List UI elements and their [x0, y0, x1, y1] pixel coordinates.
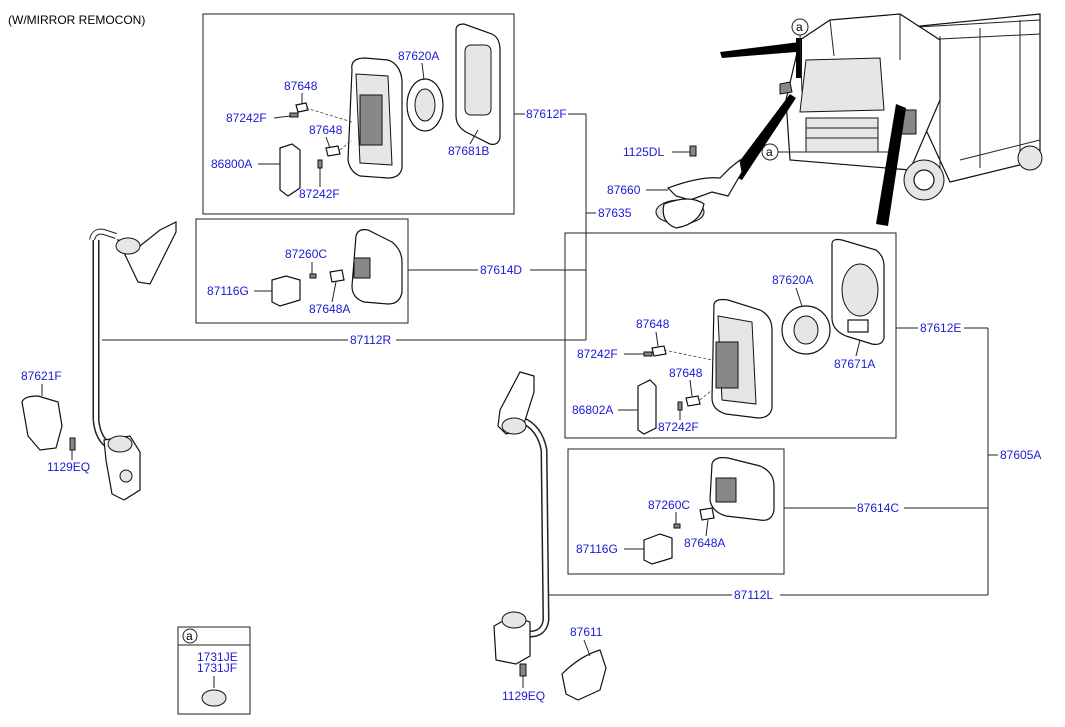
cover-87621f	[21, 395, 63, 451]
legend-box-a: a 1731JE 1731JF	[177, 626, 251, 715]
label-87242f-top2: 87242F	[299, 187, 340, 201]
cover-87116g-top	[271, 275, 301, 307]
screw-87242f-top2	[317, 159, 323, 169]
label-1129eq-left: 1129EQ	[47, 460, 90, 474]
label-86802a: 86802A	[572, 403, 613, 417]
label-87112l: 87112L	[734, 588, 773, 602]
mirror-assembly-box-left-mid	[567, 448, 785, 575]
label-87621f: 87621F	[21, 369, 62, 383]
label-87648-right: 87648	[636, 317, 670, 331]
screw-1129eq-bottom	[519, 663, 527, 677]
clip-87648-right	[651, 345, 667, 357]
legend-callout-letter: a	[186, 629, 193, 643]
clip-87648-top	[295, 102, 309, 113]
label-87112r: 87112R	[350, 333, 391, 347]
mirror-arm-87112l	[493, 371, 550, 665]
mirror-arm-87112r	[89, 221, 177, 501]
label-87242f-right: 87242F	[577, 347, 618, 361]
mirror-housing-87614d	[351, 229, 403, 305]
clip-87648-top2	[325, 145, 341, 157]
clip-87648a-right	[699, 507, 715, 521]
mirror-assembly-box-right-mid	[195, 218, 409, 324]
label-87116g-right: 87116G	[576, 542, 618, 556]
mirror-cover-86802a	[637, 379, 657, 435]
label-87611: 87611	[570, 625, 603, 639]
label-87116g-top: 87116G	[207, 284, 249, 298]
cover-87116g-right	[643, 533, 673, 565]
mirror-87660	[655, 158, 743, 229]
screw-1129eq-left	[69, 437, 76, 451]
label-87614c: 87614C	[857, 501, 899, 515]
label-87671a: 87671A	[834, 357, 875, 371]
label-86800a: 86800A	[211, 157, 252, 171]
label-87648-top: 87648	[284, 79, 318, 93]
mirror-glass-top	[455, 23, 501, 145]
label-1731jf: 1731JF	[197, 661, 237, 675]
callout-a-top-letter: a	[796, 20, 803, 34]
mirror-glass-right	[831, 238, 885, 345]
clip-87648a-top	[329, 269, 345, 283]
mirror-assembly-box-left-top	[564, 232, 897, 439]
label-87648a-right: 87648A	[684, 536, 725, 550]
label-87242f-right2: 87242F	[658, 420, 699, 434]
label-87242f-top: 87242F	[226, 111, 267, 125]
label-87648-top2: 87648	[309, 123, 343, 137]
label-87620a-top: 87620A	[398, 49, 439, 63]
diagram-caption: (W/MIRROR REMOCON)	[8, 13, 145, 27]
screw-87260c-right	[673, 523, 681, 529]
label-87648a-top: 87648A	[309, 302, 350, 316]
label-1129eq-bottom: 1129EQ	[502, 689, 545, 703]
label-87660: 87660	[607, 183, 641, 197]
mirror-housing-top	[347, 57, 403, 179]
mirror-motor-top	[406, 78, 444, 132]
mirror-motor-right	[781, 305, 831, 355]
label-87681b: 87681B	[448, 144, 489, 158]
mirror-housing-right	[711, 298, 773, 419]
screw-87242f-right2	[677, 401, 683, 411]
label-87620a-right: 87620A	[772, 273, 813, 287]
mirror-cover-86800a	[279, 143, 301, 197]
screw-87242f-right	[643, 351, 653, 357]
label-87612e: 87612E	[920, 321, 961, 335]
screw-1125dl	[689, 145, 697, 157]
label-87612f: 87612F	[526, 107, 567, 121]
screw-87242f-top	[289, 112, 299, 118]
screw-87260c-top	[309, 273, 317, 279]
label-87260c-right: 87260C	[648, 498, 690, 512]
clip-87648-right2	[685, 395, 701, 407]
truck-illustration	[720, 13, 1043, 226]
label-1125dl: 1125DL	[623, 145, 664, 159]
callout-a-bottom-letter: a	[766, 145, 773, 159]
cover-87611	[561, 649, 607, 701]
label-87605a: 87605A	[1000, 448, 1041, 462]
label-87635: 87635	[598, 206, 632, 220]
label-1731je: 1731JE	[197, 650, 238, 664]
label-87260c-top: 87260C	[285, 247, 327, 261]
label-87648-right2: 87648	[669, 366, 703, 380]
mirror-housing-87614c	[709, 457, 775, 521]
plug-cap	[201, 689, 227, 707]
label-87614d: 87614D	[480, 263, 522, 277]
